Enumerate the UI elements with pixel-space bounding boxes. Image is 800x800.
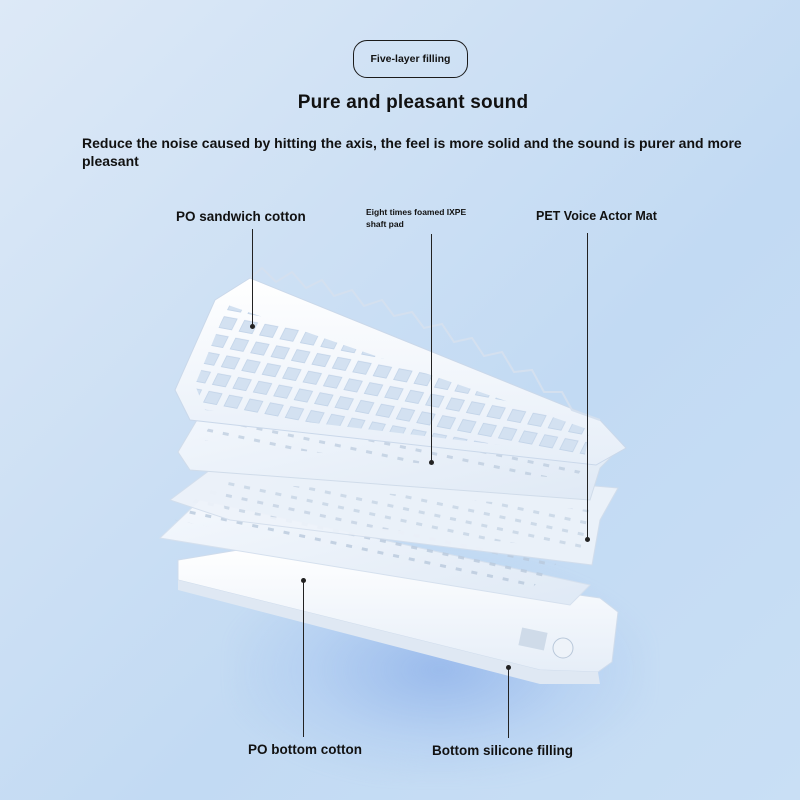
leader-po-sandwich xyxy=(252,229,253,326)
callout-ixpe-shaft-pad: Eight times foamed IXPE shaft pad xyxy=(366,206,496,230)
callout-po-bottom-cotton: PO bottom cotton xyxy=(248,742,362,757)
callout-pet-mat: PET Voice Actor Mat xyxy=(536,209,657,223)
leader-dot-silicone xyxy=(506,665,511,670)
layer-bottom-silicone xyxy=(177,547,619,684)
leader-po-bottom xyxy=(303,581,304,737)
leader-dot-pet xyxy=(585,537,590,542)
leader-dot-po-bottom xyxy=(301,578,306,583)
leader-ixpe xyxy=(431,234,432,462)
callout-po-sandwich-cotton: PO sandwich cotton xyxy=(176,209,306,224)
callout-ixpe-line2: shaft pad xyxy=(366,219,404,229)
page-title: Pure and pleasant sound xyxy=(297,92,529,113)
five-layer-badge: Five-layer filling xyxy=(353,40,468,78)
leader-silicone xyxy=(508,668,509,738)
leader-dot-po-sandwich xyxy=(250,324,255,329)
callout-bottom-silicone: Bottom silicone filling xyxy=(432,743,573,758)
layer-po-sandwich-cotton xyxy=(174,266,627,466)
callout-ixpe-line1: Eight times foamed IXPE xyxy=(366,207,467,217)
leader-pet xyxy=(587,233,588,539)
description-text: Reduce the noise caused by hitting the a… xyxy=(82,135,742,169)
leader-dot-ixpe xyxy=(429,460,434,465)
